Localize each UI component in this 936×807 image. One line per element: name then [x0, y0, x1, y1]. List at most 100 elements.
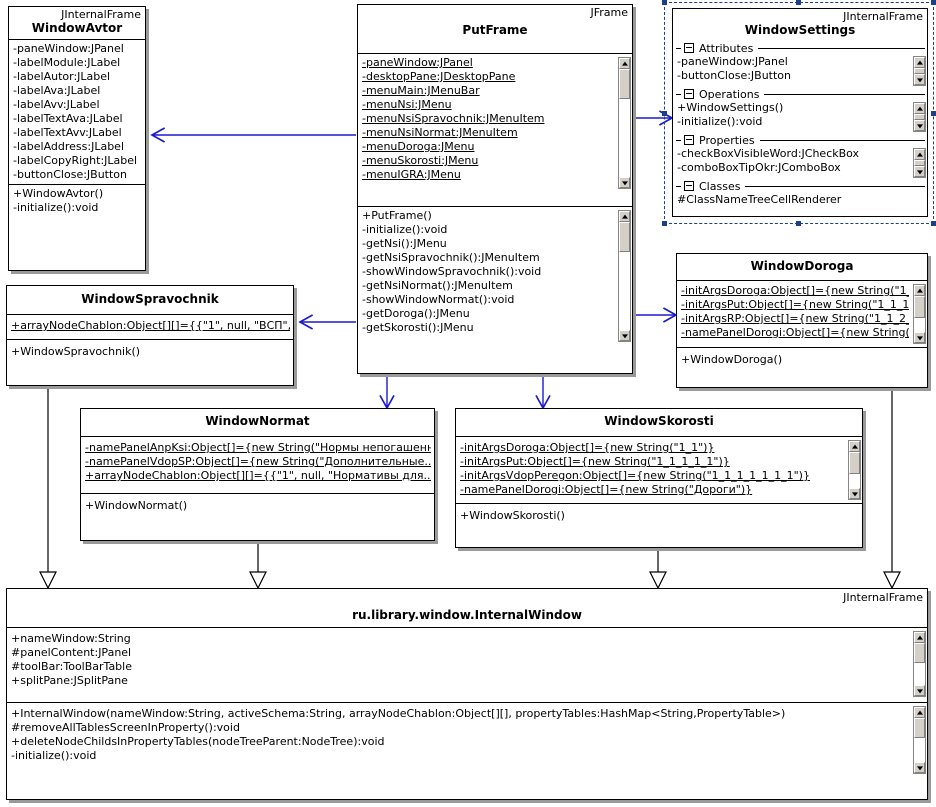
class-box-windowskorosti[interactable]: WindowSkorosti -initArgsDoroga:Object[]=… [455, 408, 863, 548]
class-header: JFrame PutFrame [358, 5, 632, 53]
scrollbar-thumb[interactable] [619, 222, 630, 252]
operations-compartment[interactable]: +WindowSkorosti() [456, 504, 862, 525]
attributes-compartment[interactable]: -paneWindow:JPanel -labelModule:JLabel -… [9, 40, 145, 184]
operations-compartment[interactable]: +WindowSettings() -initialize():void [673, 101, 927, 133]
properties-compartment[interactable]: -checkBoxVisibleWord:JCheckBox -comboBox… [673, 147, 927, 179]
scroll-up-icon[interactable] [914, 285, 925, 296]
collapse-minus-icon[interactable] [684, 135, 694, 145]
resize-handle-middle-left[interactable] [662, 111, 667, 116]
class-box-windowdoroga[interactable]: WindowDoroga -initArgsDoroga:Object[]={n… [676, 253, 928, 388]
scroll-down-icon[interactable] [914, 332, 925, 343]
resize-handle-top-right[interactable] [931, 0, 936, 5]
operations-compartment[interactable]: +WindowDoroga() [677, 348, 927, 369]
scroll-down-icon[interactable] [914, 762, 925, 773]
scrollbar-track[interactable] [849, 474, 860, 488]
class-name: PutFrame [462, 23, 528, 37]
scrollbar-track[interactable] [914, 318, 925, 332]
attribute-row: -labelAva:JLabel [13, 84, 101, 97]
operations-compartment[interactable]: +WindowSpravochnik() [7, 340, 293, 361]
scrollbar-thumb[interactable] [619, 69, 630, 99]
group-header-attributes[interactable]: Attributes [673, 41, 927, 55]
collapse-minus-icon[interactable] [684, 181, 694, 191]
class-box-internalwindow[interactable]: JInternalFrame ru.library.window.Interna… [6, 588, 928, 800]
attributes-scrollbar[interactable] [913, 56, 926, 86]
operation-row: +WindowSpravochnik() [11, 345, 141, 358]
generalization-windownormat-internalwindow[interactable] [249, 541, 267, 590]
scroll-up-icon[interactable] [849, 441, 860, 452]
group-header-classes[interactable]: Classes [673, 179, 927, 193]
scroll-down-icon[interactable] [914, 120, 925, 131]
group-label: Attributes [699, 41, 754, 55]
scroll-down-icon[interactable] [914, 166, 925, 177]
properties-scrollbar[interactable] [913, 148, 926, 178]
operations-compartment[interactable]: +WindowNormat() [81, 494, 434, 515]
scroll-up-icon[interactable] [914, 103, 925, 114]
class-box-putframe[interactable]: JFrame PutFrame -paneWindow:JPanel -desk… [357, 4, 633, 374]
operations-scrollbar[interactable] [618, 210, 631, 342]
operation-row: -getNsi():JMenu [362, 237, 447, 250]
operations-compartment[interactable]: +WindowAvtor() -initialize():void [9, 185, 145, 217]
scrollbar-thumb[interactable] [914, 718, 925, 738]
resize-handle-middle-right[interactable] [931, 111, 936, 116]
scrollbar-thumb[interactable] [914, 296, 925, 318]
attribute-row: -paneWindow:JPanel [677, 55, 788, 68]
attributes-compartment[interactable]: -initArgsDoroga:Object[]={new String("1_… [677, 281, 927, 347]
class-box-windowspravochnik[interactable]: WindowSpravochnik +arrayNodeChablon:Obje… [6, 285, 294, 386]
scroll-up-icon[interactable] [619, 211, 630, 222]
attributes-scrollbar[interactable] [618, 57, 631, 189]
operations-scrollbar[interactable] [913, 102, 926, 132]
resize-handle-top-center[interactable] [796, 0, 801, 5]
scroll-down-icon[interactable] [619, 177, 630, 188]
scroll-up-icon[interactable] [914, 57, 925, 68]
class-box-windowsettings[interactable]: JInternalFrame WindowSettings Attributes… [672, 8, 928, 217]
resize-handle-top-left[interactable] [662, 0, 667, 5]
classes-compartment[interactable]: #ClassNameTreeCellRenderer [673, 193, 927, 209]
scroll-down-icon[interactable] [619, 330, 630, 341]
scrollbar-thumb[interactable] [914, 643, 925, 663]
resize-handle-bottom-right[interactable] [931, 221, 936, 226]
scroll-up-icon[interactable] [619, 58, 630, 69]
scrollbar-track[interactable] [619, 99, 630, 177]
attributes-compartment[interactable]: +nameWindow:String #panelContent:JPanel … [7, 628, 927, 702]
attributes-scrollbar[interactable] [848, 440, 861, 500]
generalization-windowdoroga-internalwindow[interactable] [883, 390, 901, 590]
class-box-windownormat[interactable]: WindowNormat -namePanelAnpKsi:Object[]={… [80, 408, 435, 541]
attributes-scrollbar[interactable] [913, 631, 926, 697]
operations-scrollbar[interactable] [913, 706, 926, 774]
attributes-compartment[interactable]: -paneWindow:JPanel -desktopPane:JDesktop… [358, 54, 632, 206]
collapse-minus-icon[interactable] [684, 43, 694, 53]
divider [9, 39, 145, 40]
scrollbar-thumb[interactable] [849, 452, 860, 474]
class-header: WindowDoroga [677, 254, 927, 280]
generalization-windowskorosti-internalwindow[interactable] [649, 548, 667, 590]
operations-compartment[interactable]: +PutFrame() -initialize():void -getNsi()… [358, 207, 632, 358]
generalization-windowspravochnik-internalwindow[interactable] [39, 386, 57, 590]
attributes-compartment[interactable]: -paneWindow:JPanel -buttonClose:JButton [673, 55, 927, 87]
scroll-down-icon[interactable] [914, 685, 925, 696]
scroll-up-icon[interactable] [914, 632, 925, 643]
operations-compartment[interactable]: +InternalWindow(nameWindow:String, activ… [7, 703, 927, 779]
class-box-windowavtor[interactable]: JInternalFrame WindowAvtor -paneWindow:J… [8, 6, 146, 271]
scrollbar-track[interactable] [914, 738, 925, 762]
attributes-compartment[interactable]: -initArgsDoroga:Object[]={new String("1_… [456, 437, 862, 503]
attribute-row: -labelAvv:JLabel [13, 98, 100, 111]
scroll-down-icon[interactable] [914, 74, 925, 85]
attribute-row: -labelCopyRight:JLabel [13, 154, 138, 167]
operation-row: -initialize():void [362, 223, 448, 236]
resize-handle-bottom-center[interactable] [796, 221, 801, 226]
divider [81, 436, 434, 437]
attributes-scrollbar[interactable] [913, 284, 926, 344]
group-header-properties[interactable]: Properties [673, 133, 927, 147]
scrollbar-track[interactable] [914, 663, 925, 685]
scroll-up-icon[interactable] [914, 707, 925, 718]
collapse-minus-icon[interactable] [684, 89, 694, 99]
attributes-compartment[interactable]: +arrayNodeChablon:Object[][]={{"1", null… [7, 315, 293, 339]
operation-row: -getNsiSpravochnik():JMenuItem [362, 251, 540, 264]
scroll-down-icon[interactable] [849, 488, 860, 499]
attributes-compartment[interactable]: -namePanelAnpKsi:Object[]={new String("Н… [81, 437, 434, 493]
scrollbar-track[interactable] [619, 252, 630, 330]
resize-handle-bottom-left[interactable] [662, 221, 667, 226]
scroll-up-icon[interactable] [914, 149, 925, 160]
group-header-operations[interactable]: Operations [673, 87, 927, 101]
